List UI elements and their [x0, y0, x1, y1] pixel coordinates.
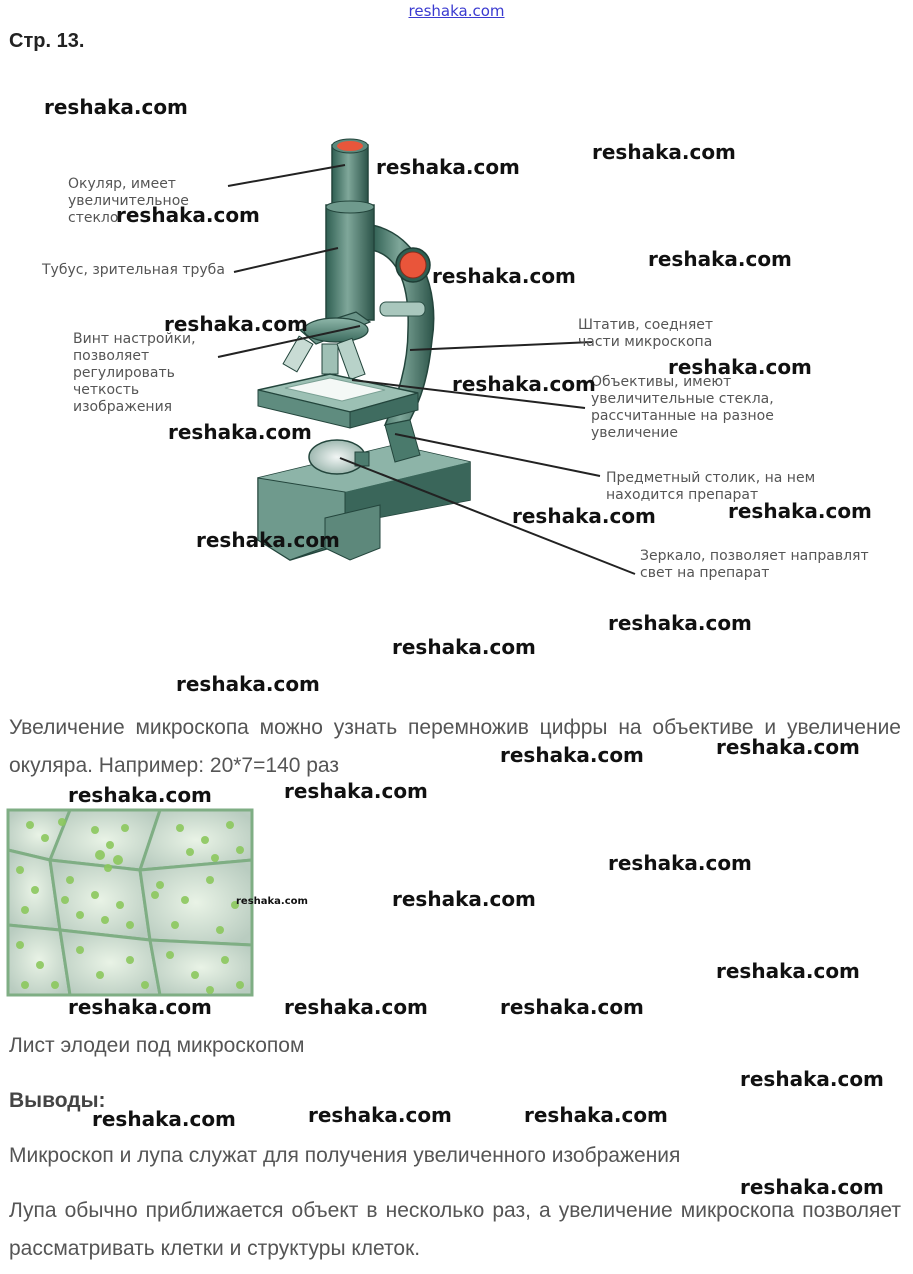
pointer-lines: [217, 164, 636, 575]
watermark: reshaka.com: [608, 611, 752, 635]
watermark: reshaka.com: [68, 995, 212, 1019]
microscope-mirror: [308, 439, 370, 475]
watermark: reshaka.com: [44, 95, 188, 119]
watermark: reshaka.com: [284, 995, 428, 1019]
watermark: reshaka.com: [432, 264, 576, 288]
watermark: reshaka.com: [500, 995, 644, 1019]
watermark: reshaka.com: [452, 372, 596, 396]
watermark: reshaka.com: [740, 1067, 884, 1091]
watermark: reshaka.com: [168, 420, 312, 444]
label-tube: Тубус, зрительная труба: [42, 262, 225, 278]
label-mirror: Зеркало, позволяет направлят свет на пре…: [640, 548, 869, 581]
watermark: reshaka.com: [500, 743, 644, 767]
conclusion-1: Микроскоп и лупа служат для получения ув…: [9, 1144, 681, 1167]
watermark: reshaka.com: [116, 203, 260, 227]
watermark: reshaka.com: [392, 635, 536, 659]
watermark: reshaka.com: [716, 735, 860, 759]
watermark: reshaka.com: [608, 851, 752, 875]
watermark: reshaka.com: [668, 355, 812, 379]
microscope-stage: [257, 373, 419, 429]
microscope-base: [257, 444, 471, 561]
watermark: reshaka.com: [308, 1103, 452, 1127]
watermark: reshaka.com: [196, 528, 340, 552]
watermark: reshaka.com: [164, 312, 308, 336]
watermark: reshaka.com: [376, 155, 520, 179]
conclusion-2: Лупа обычно приближается объект в нескол…: [9, 1199, 901, 1260]
conclusions-heading: Выводы:: [9, 1089, 106, 1112]
watermark: reshaka.com: [68, 783, 212, 807]
label-eyepiece: Окуляр, имеет увеличительное стекло: [68, 176, 189, 226]
label-focus-screw: Винт настройки, позволяет регулировать ч…: [73, 331, 196, 415]
elodea-micrograph: [6, 808, 254, 997]
label-objectives: Объективы, имеют увеличительные стекла, …: [591, 374, 774, 441]
photo-caption: Лист элодеи под микроскопом: [9, 1034, 305, 1057]
microscope-stand: [371, 224, 435, 463]
watermark: reshaka.com: [92, 1107, 236, 1131]
watermark: reshaka.com: [236, 896, 308, 907]
magnification-paragraph: Увеличение микроскопа можно узнать перем…: [9, 716, 901, 777]
watermark: reshaka.com: [392, 887, 536, 911]
microscope-tube: [282, 138, 375, 381]
watermark: reshaka.com: [284, 779, 428, 803]
label-stand: Штатив, соедняет части микроскопа: [578, 317, 714, 350]
watermark: reshaka.com: [176, 672, 320, 696]
watermark: reshaka.com: [716, 959, 860, 983]
watermark: reshaka.com: [648, 247, 792, 271]
page-title: Стр. 13.: [9, 30, 85, 52]
site-link[interactable]: reshaka.com: [408, 2, 505, 20]
watermark: reshaka.com: [512, 504, 656, 528]
watermark: reshaka.com: [728, 499, 872, 523]
watermark: reshaka.com: [524, 1103, 668, 1127]
watermark: reshaka.com: [592, 140, 736, 164]
watermark: reshaka.com: [740, 1175, 884, 1199]
label-stage: Предметный столик, на нем находится преп…: [606, 470, 816, 503]
